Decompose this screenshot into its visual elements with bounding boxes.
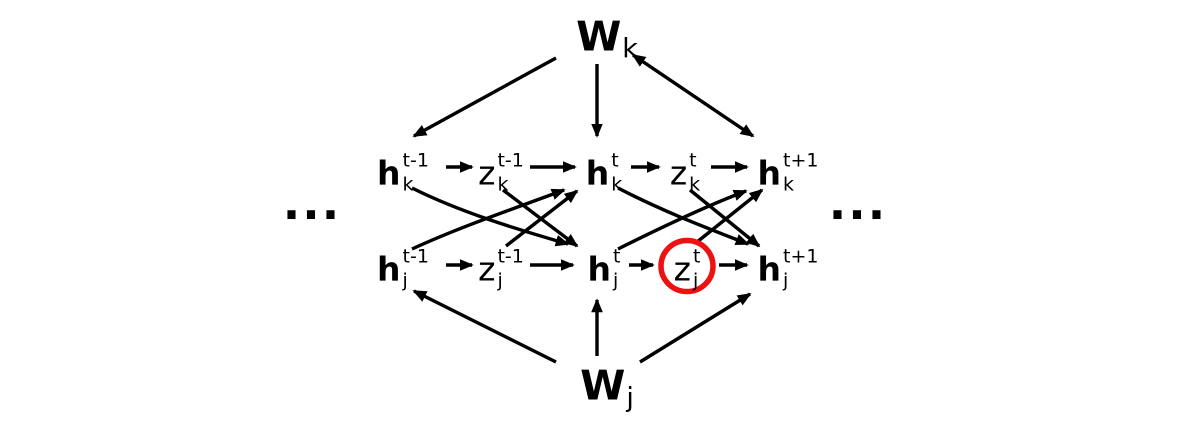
sub: k bbox=[497, 173, 509, 196]
sub: k bbox=[402, 173, 414, 196]
arrow-hj-t-to-hk-tp1 bbox=[617, 189, 748, 251]
arrow-wk-hk-tp1-bidirectional bbox=[631, 53, 755, 138]
sup: t+1 bbox=[783, 149, 819, 172]
arrow-hj-tm1-to-hk-t bbox=[411, 188, 566, 251]
sup: t bbox=[613, 245, 621, 268]
arrow-zj-t-to-hk-tp1 bbox=[695, 188, 764, 244]
ellipsis-left: ... bbox=[282, 176, 342, 230]
sup: t-1 bbox=[402, 245, 429, 268]
sub: k bbox=[689, 173, 701, 196]
sup: t+1 bbox=[783, 245, 819, 268]
sub: j bbox=[497, 269, 503, 292]
sup: t-1 bbox=[497, 149, 524, 172]
wk-base: W bbox=[576, 12, 622, 61]
sub: j bbox=[692, 269, 699, 292]
sub: j bbox=[783, 269, 789, 292]
sup: t bbox=[692, 245, 701, 268]
arrow-wj-to-hj-tm1 bbox=[412, 289, 557, 364]
sup: t-1 bbox=[402, 149, 429, 172]
sub: j bbox=[402, 269, 408, 292]
sub: j bbox=[613, 269, 619, 292]
arrow-zj-tm1-to-hk-t bbox=[504, 189, 579, 248]
highlight-circle bbox=[658, 237, 716, 295]
sup: t bbox=[689, 149, 697, 172]
wj-subscript: j bbox=[626, 382, 634, 414]
sup: t-1 bbox=[497, 245, 524, 268]
weight-label-wj: W j bbox=[580, 361, 634, 412]
sup: t bbox=[611, 149, 619, 172]
arrow-wk-to-hk-tm1 bbox=[412, 56, 557, 138]
sub: k bbox=[783, 173, 795, 196]
sub: k bbox=[611, 173, 623, 196]
wj-base: W bbox=[580, 361, 626, 410]
weight-label-wk: W k bbox=[576, 12, 638, 63]
arrow-wj-to-hj-tp1 bbox=[639, 292, 752, 364]
ellipsis-right: ... bbox=[828, 176, 888, 230]
wk-subscript: k bbox=[622, 33, 638, 65]
